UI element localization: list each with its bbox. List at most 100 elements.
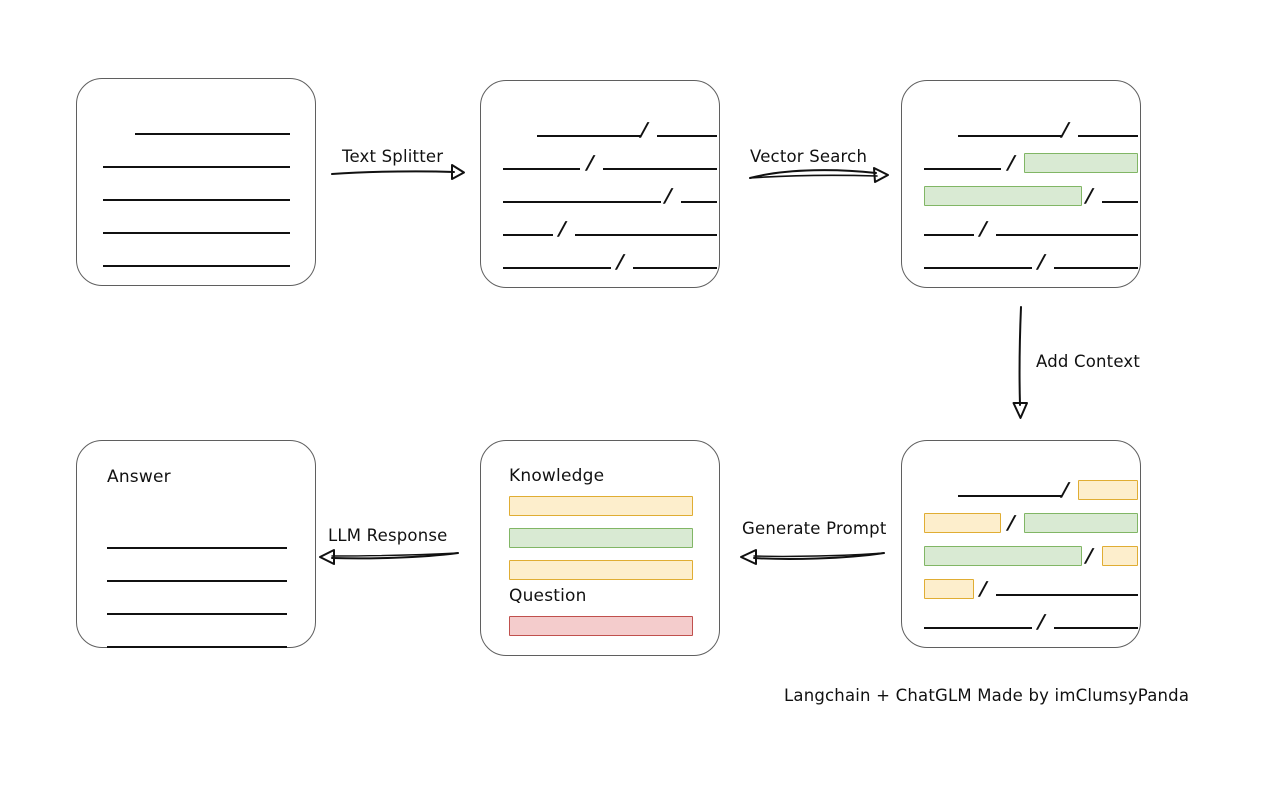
row-text-rule <box>107 547 287 549</box>
edge-label-llm-response: LLM Response <box>328 526 448 545</box>
row-slash-separator: / <box>979 578 988 600</box>
row-highlight-green <box>924 186 1082 206</box>
card-row: / <box>902 117 1140 141</box>
row-text-rule <box>103 199 290 201</box>
row-highlight-yellow <box>1102 546 1138 566</box>
card-row: / <box>902 543 1140 567</box>
row-text-rule <box>924 234 974 236</box>
card-row <box>77 529 315 549</box>
row-text-rule <box>1078 135 1138 137</box>
card-row: / <box>902 576 1140 600</box>
card-row: / <box>902 249 1140 273</box>
row-slash-separator: / <box>1061 479 1070 501</box>
card-source-document[interactable] <box>76 78 316 286</box>
row-text-rule <box>657 135 717 137</box>
row-text-rule <box>996 234 1138 236</box>
row-text-rule <box>103 265 290 267</box>
row-text-rule <box>1054 267 1138 269</box>
row-text-rule <box>107 646 287 648</box>
row-text-rule <box>924 168 1001 170</box>
card-prompt[interactable]: Knowledge Question <box>480 440 720 656</box>
card-row <box>77 148 315 168</box>
row-highlight-yellow <box>1078 480 1138 500</box>
row-text-rule <box>924 627 1032 629</box>
card-row: / <box>902 477 1140 501</box>
row-highlight-yellow <box>924 513 1001 533</box>
row-slash-separator: / <box>1007 152 1016 174</box>
edge-add-context <box>1010 305 1034 419</box>
row-text-rule <box>958 135 1062 137</box>
card-row: / <box>481 150 719 174</box>
card-row: / <box>481 216 719 240</box>
edge-generate-prompt <box>740 545 886 567</box>
row-highlight-green <box>1024 153 1138 173</box>
row-highlight-green <box>924 546 1082 566</box>
card-row: / <box>902 150 1140 174</box>
card-context-chunks[interactable]: / / / / / <box>901 440 1141 648</box>
row-text-rule <box>924 267 1032 269</box>
row-slash-separator: / <box>558 218 567 240</box>
row-text-rule <box>603 168 717 170</box>
row-slash-separator: / <box>1061 119 1070 141</box>
row-text-rule <box>107 580 287 582</box>
knowledge-bar-3 <box>509 560 693 580</box>
row-text-rule <box>107 613 287 615</box>
card-split-chunks[interactable]: / / / / / <box>480 80 720 288</box>
row-text-rule <box>1102 201 1138 203</box>
card-row <box>77 628 315 648</box>
card-row: / <box>902 510 1140 534</box>
row-text-rule <box>996 594 1138 596</box>
card-row: / <box>481 117 719 141</box>
question-bar-1 <box>509 616 693 636</box>
card-row <box>77 181 315 201</box>
row-slash-separator: / <box>1037 611 1046 633</box>
row-text-rule <box>537 135 641 137</box>
row-text-rule <box>575 234 717 236</box>
card-row: / <box>902 216 1140 240</box>
row-slash-separator: / <box>1007 512 1016 534</box>
card-prompt-question-heading: Question <box>509 586 587 606</box>
card-row <box>77 562 315 582</box>
row-slash-separator: / <box>1085 185 1094 207</box>
row-text-rule <box>633 267 717 269</box>
row-text-rule <box>103 232 290 234</box>
card-row: / <box>481 183 719 207</box>
row-slash-separator: / <box>616 251 625 273</box>
card-row <box>77 595 315 615</box>
row-text-rule <box>958 495 1062 497</box>
card-prompt-knowledge-heading: Knowledge <box>509 466 605 486</box>
row-slash-separator: / <box>640 119 649 141</box>
knowledge-bar-1 <box>509 496 693 516</box>
row-text-rule <box>135 133 290 135</box>
row-slash-separator: / <box>664 185 673 207</box>
row-text-rule <box>503 267 611 269</box>
row-slash-separator: / <box>586 152 595 174</box>
row-highlight-green <box>1024 513 1138 533</box>
card-row <box>77 247 315 267</box>
row-text-rule <box>103 166 290 168</box>
row-highlight-yellow <box>924 579 974 599</box>
card-row: / <box>902 609 1140 633</box>
row-text-rule <box>503 168 580 170</box>
card-row: / <box>481 249 719 273</box>
card-answer[interactable]: Answer <box>76 440 316 648</box>
edge-llm-response <box>319 545 460 567</box>
edge-vector-search <box>748 162 889 186</box>
card-matched-chunks[interactable]: / / / / / <box>901 80 1141 288</box>
card-row <box>77 115 315 135</box>
edge-label-generate-prompt: Generate Prompt <box>742 519 887 538</box>
row-slash-separator: / <box>979 218 988 240</box>
row-slash-separator: / <box>1037 251 1046 273</box>
row-text-rule <box>1054 627 1138 629</box>
row-slash-separator: / <box>1085 545 1094 567</box>
diagram-credit: Langchain + ChatGLM Made by imClumsyPand… <box>784 686 1190 705</box>
card-row: / <box>902 183 1140 207</box>
edge-label-vector-search: Vector Search <box>750 147 868 166</box>
edge-text-splitter <box>330 160 465 182</box>
card-row <box>77 214 315 234</box>
knowledge-bar-2 <box>509 528 693 548</box>
row-text-rule <box>681 201 717 203</box>
edge-label-text-splitter: Text Splitter <box>342 147 444 166</box>
card-answer-heading: Answer <box>107 467 171 487</box>
